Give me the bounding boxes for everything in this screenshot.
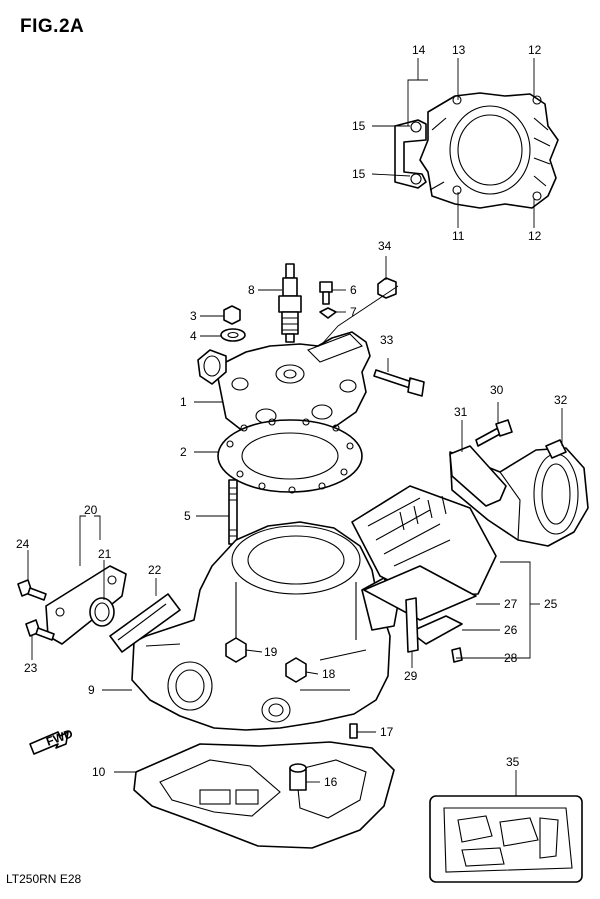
figure-title: FIG.2A (20, 16, 85, 37)
head-gasket (217, 418, 363, 494)
base-gasket (133, 741, 395, 849)
callout-20: 20 (84, 503, 98, 517)
callout-18: 18 (322, 667, 336, 681)
callout-25: 25 (544, 597, 558, 611)
cylinder-head (197, 331, 371, 441)
bolt-23 (25, 619, 55, 641)
leader-lines (27, 58, 563, 796)
callout-34: 34 (378, 239, 392, 253)
washer-7 (319, 307, 337, 319)
callout-29: 29 (404, 669, 418, 683)
bolt-6 (319, 281, 333, 305)
bolt-30 (475, 419, 513, 447)
spark-plug (278, 263, 302, 343)
stud-bolt-5 (228, 479, 238, 545)
callout-17: 17 (380, 725, 394, 739)
callout-13: 13 (452, 43, 466, 57)
reed-valve (351, 485, 497, 663)
dowel-pin-17 (349, 723, 358, 739)
callout-15-lower: 15 (352, 167, 366, 181)
callout-12-top: 12 (528, 43, 542, 57)
nut-34 (377, 277, 397, 299)
dowel-pin-16 (289, 763, 307, 791)
callout-24: 24 (16, 537, 30, 551)
callout-labels: 14 13 12 15 15 11 12 34 8 6 3 7 4 33 1 3… (16, 43, 568, 789)
callout-31: 31 (454, 405, 468, 419)
callout-15-upper: 15 (352, 119, 366, 133)
cylinder-top-view (394, 92, 559, 209)
callout-27: 27 (504, 597, 518, 611)
intake-gasket-31 (449, 445, 507, 507)
callout-30: 30 (490, 383, 504, 397)
footer-code: LT250RN E28 (6, 872, 81, 886)
callout-19: 19 (264, 645, 278, 659)
callout-14: 14 (412, 43, 426, 57)
exhaust-gasket (109, 593, 181, 653)
callout-8: 8 (248, 283, 255, 297)
callout-35: 35 (506, 755, 520, 769)
callout-11: 11 (452, 229, 465, 243)
callout-12-bottom: 12 (528, 229, 542, 243)
figure-code: E28 (59, 872, 82, 886)
cap-nut-3 (223, 305, 241, 325)
callout-21: 21 (98, 547, 112, 561)
callout-7: 7 (350, 305, 357, 319)
cylinder (131, 521, 399, 731)
nut-18 (285, 657, 307, 683)
callout-33: 33 (380, 333, 394, 347)
model-code: LT250RN (6, 872, 57, 886)
bolt-24 (17, 579, 47, 601)
callout-9: 9 (88, 683, 95, 697)
callout-23: 23 (24, 661, 38, 675)
callout-16: 16 (324, 775, 338, 789)
bolt-33 (373, 369, 425, 397)
callout-4: 4 (190, 329, 197, 343)
callout-28: 28 (504, 651, 518, 665)
callout-10: 10 (92, 765, 106, 779)
callout-3: 3 (190, 309, 197, 323)
callout-32: 32 (554, 393, 568, 407)
callout-2: 2 (180, 445, 187, 459)
washer-4 (220, 328, 246, 342)
callout-1: 1 (180, 395, 187, 409)
forward-arrow: FWD (29, 726, 75, 755)
gasket-set-35 (429, 795, 583, 883)
callout-6: 6 (350, 283, 357, 297)
nut-19 (225, 637, 247, 663)
callout-5: 5 (184, 509, 191, 523)
callout-26: 26 (504, 623, 518, 637)
callout-22: 22 (148, 563, 162, 577)
